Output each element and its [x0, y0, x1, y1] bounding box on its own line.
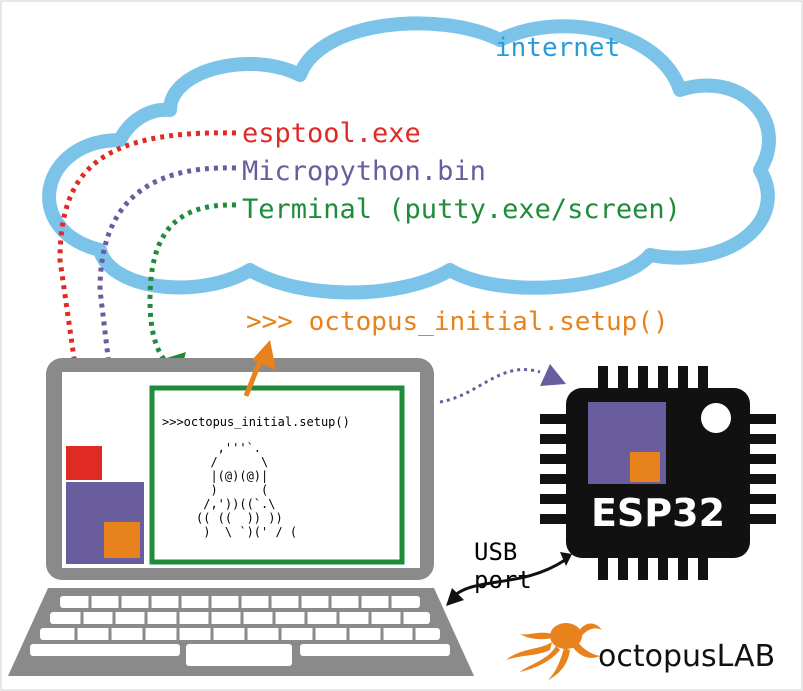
ascii-line: /,'))((`.\: [196, 497, 275, 511]
terminal-window: [149, 385, 405, 565]
ascii-octopus: ,'''`. / \ |(@)(@)| ) ( /,'))((`.\ (( ((…: [196, 441, 297, 539]
internet-cloud: internet esptool.exe Micropython.bin Ter…: [42, 16, 776, 300]
brand-prefix: octopus: [598, 639, 717, 674]
usb-label-line1: USB: [474, 538, 517, 566]
usb-arrow-head-left: [446, 588, 464, 606]
cloud-shape: [42, 16, 776, 300]
cloud-item-micropython: Micropython.bin: [242, 156, 486, 187]
key-row: [30, 644, 180, 656]
ascii-line: (( (( )) )): [196, 511, 283, 525]
usb-connection: USB port: [446, 538, 572, 606]
command-text: >>> octopus_initial.setup(): [246, 307, 669, 337]
ascii-line: |(@)(@)|: [196, 469, 268, 483]
ascii-line: ,'''`.: [196, 441, 261, 455]
touchpad: [186, 644, 292, 666]
cloud-item-terminal: Terminal (putty.exe/screen): [242, 194, 681, 225]
micropython-orange-square: [104, 522, 140, 558]
chip-notch: [701, 403, 731, 433]
usb-arrow-head-right: [560, 552, 572, 566]
key-row: [300, 644, 450, 656]
brand-suffix: LAB: [717, 639, 776, 674]
key-separators: [74, 596, 416, 640]
connection-arrow: [439, 368, 541, 404]
arrow-terminal: [147, 202, 237, 373]
ascii-line: ) (: [196, 483, 268, 497]
setup-arrow-head: [252, 340, 276, 370]
ascii-line: / \: [196, 455, 268, 469]
usb-cable: [448, 558, 566, 602]
chip-orange-square: [630, 452, 660, 482]
octopus-icon: [506, 623, 602, 680]
chip-label: ESP32: [591, 491, 725, 535]
ascii-line: ) \ `)(' / (: [196, 525, 297, 539]
cloud-label: internet: [495, 33, 620, 63]
esp32-chip: ESP32: [540, 366, 776, 580]
chip-pins: [540, 366, 776, 580]
esptool-file-block: [66, 446, 102, 480]
connection-arrow-head: [540, 364, 566, 386]
terminal-prompt: >>>octopus_initial.setup(): [162, 415, 350, 429]
key-row: [40, 628, 440, 640]
cloud-item-esptool: esptool.exe: [242, 118, 421, 149]
brand-name: octopusLAB: [598, 639, 775, 674]
key-row: [50, 612, 430, 624]
laptop: >>>octopus_initial.setup() ,'''`. / \ |(…: [8, 340, 474, 676]
octopuslab-logo: octopusLAB: [506, 623, 775, 680]
